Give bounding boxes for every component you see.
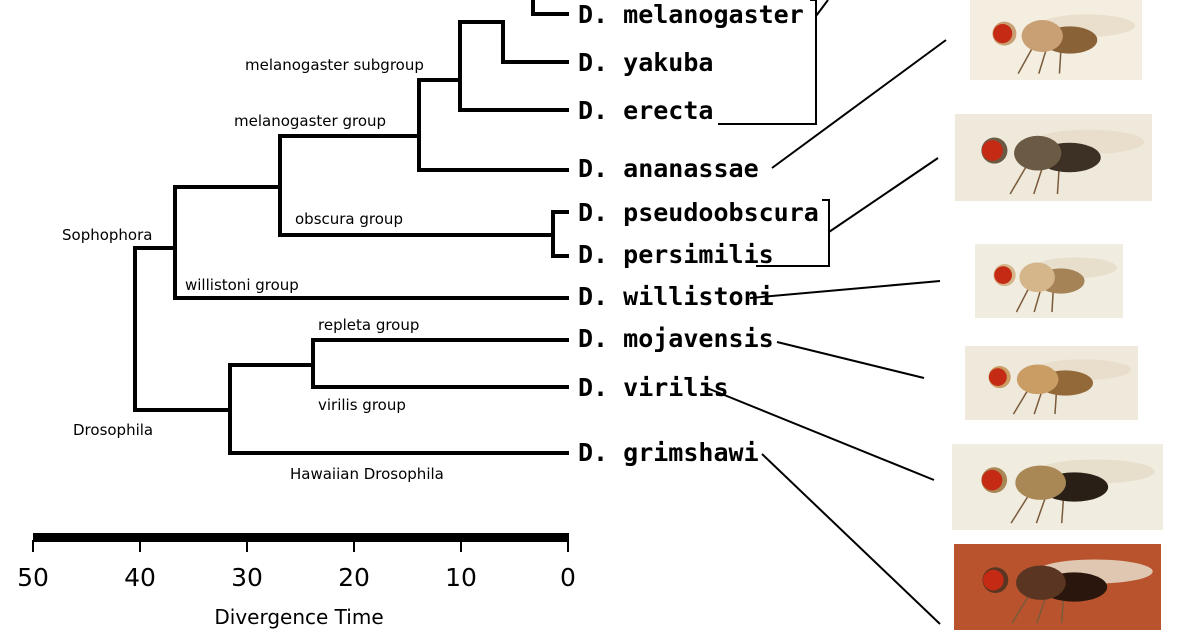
group-label-obscura-group: obscura group — [295, 210, 403, 228]
connector-virilis — [706, 387, 935, 481]
melanogaster-fly-photo — [970, 0, 1142, 80]
connector-grimshawi — [761, 453, 941, 625]
connector-willistoni — [749, 280, 941, 299]
ananassae-fly-photo — [955, 114, 1152, 201]
species-label-persimilis: D. persimilis — [578, 240, 774, 269]
tick-label: 10 — [445, 563, 477, 592]
time-axis-bar — [33, 533, 569, 542]
species-label-mojavensis: D. mojavensis — [578, 324, 774, 353]
species-labels: D. melanogaster D. yakuba D. erecta D. a… — [578, 0, 819, 467]
branch-obscura-stem — [278, 134, 555, 237]
fly-leg — [1009, 163, 1029, 195]
group-label-repleta-group: repleta group — [318, 316, 419, 334]
connector-melanogaster — [815, 0, 829, 17]
fly-thorax — [1015, 465, 1066, 500]
tick-label: 40 — [124, 563, 156, 592]
species-label-ananassae: D. ananassae — [578, 154, 759, 183]
fly-leg — [1017, 45, 1035, 74]
species-label-yakuba: D. yakuba — [578, 48, 713, 77]
mojavensis-fly-photo — [952, 444, 1163, 530]
species-label-virilis: D. virilis — [578, 373, 729, 402]
group-label-melanogaster-group: melanogaster group — [234, 112, 386, 130]
bracket-melanogaster-subgroup — [718, 0, 817, 125]
tick-label: 30 — [231, 563, 263, 592]
branch-willistoni — [173, 185, 569, 300]
tick-label: 0 — [560, 563, 576, 592]
group-label-melanogaster-subgroup: melanogaster subgroup — [245, 56, 424, 74]
time-axis-ticks — [32, 540, 569, 552]
fly-red-eye — [993, 23, 1013, 44]
connector-ananassae — [771, 39, 947, 169]
branch-virilis — [311, 338, 569, 389]
tick-label: 50 — [17, 563, 49, 592]
species-label-erecta: D. erecta — [578, 96, 713, 125]
branch-erecta — [458, 20, 569, 112]
species-label-grimshawi: D. grimshawi — [578, 438, 759, 467]
bracket-obscura — [756, 199, 830, 267]
species-label-pseudoobscura: D. pseudoobscura — [578, 198, 819, 227]
group-label-willistoni-group: willistoni group — [185, 276, 299, 294]
fly-red-eye — [988, 368, 1007, 386]
time-axis: 50 40 30 20 10 0 Divergence Time — [17, 533, 576, 629]
group-label-drosophila: Drosophila — [73, 421, 153, 439]
connector-obscura — [828, 157, 939, 233]
fly-thorax — [1019, 262, 1055, 293]
fly-leg — [1010, 492, 1031, 524]
fly-thorax — [1021, 20, 1063, 52]
group-label-sophophora: Sophophora — [62, 226, 152, 244]
fly-thorax — [1014, 135, 1062, 171]
fly-leg — [1011, 592, 1032, 624]
fly-red-eye — [983, 569, 1004, 591]
fly-thorax — [1016, 364, 1059, 395]
tree-branches — [133, 0, 569, 455]
axis-title: Divergence Time — [214, 605, 383, 629]
fly-red-eye — [981, 469, 1003, 491]
branch-root — [133, 246, 232, 412]
connector-mojavensis — [776, 341, 925, 379]
fly-red-eye — [981, 140, 1003, 161]
species-label-melanogaster: D. melanogaster — [578, 0, 804, 29]
branch-mel-yak-node — [501, 20, 569, 64]
branch-ananassae — [417, 78, 569, 172]
branch-melanogaster — [531, 0, 569, 16]
species-label-willistoni: D. willistoni — [578, 282, 774, 311]
group-label-virilis-group: virilis group — [318, 396, 406, 414]
tick-label: 20 — [338, 563, 370, 592]
fly-red-eye — [994, 266, 1012, 284]
fly-leg — [1015, 285, 1031, 313]
willistoni-fly-photo — [965, 346, 1138, 420]
fly-leg — [1012, 387, 1030, 415]
branch-drosophila-node — [228, 363, 569, 455]
fly-thorax — [1016, 565, 1066, 600]
group-labels: melanogaster subgroup melanogaster group… — [62, 56, 444, 483]
pseudoobscura-fly-photo — [975, 244, 1123, 318]
group-label-hawaiian-drosophila: Hawaiian Drosophila — [290, 465, 444, 483]
photo-connectors — [706, 0, 947, 625]
grimshawi-fly-photo — [954, 544, 1161, 630]
fly-photos — [952, 0, 1163, 630]
